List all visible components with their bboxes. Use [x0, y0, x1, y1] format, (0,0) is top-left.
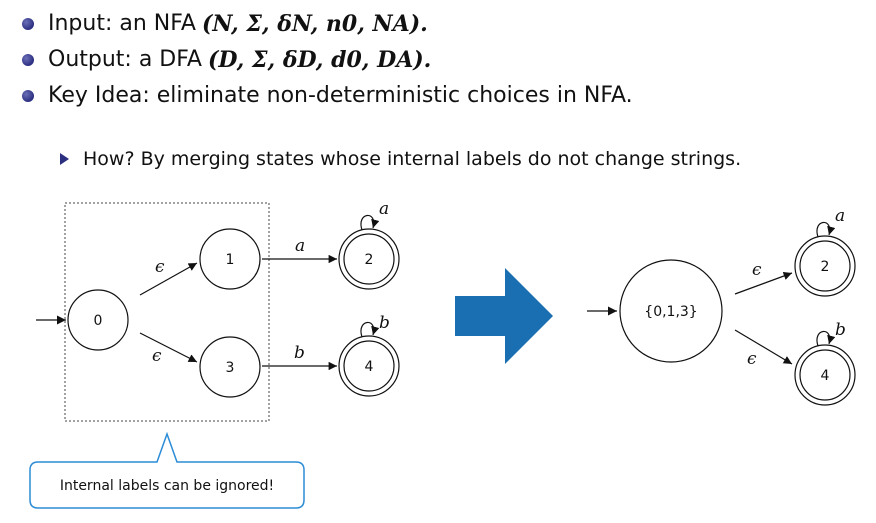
dfa-edge-013-4-label: ϵ: [747, 349, 757, 369]
dfa-edge-013-2-label: ϵ: [752, 260, 762, 280]
dfa-edge-013-2: [734, 271, 793, 295]
nfa-state-2: 2: [338, 228, 400, 290]
nfa-state-0: 0: [67, 289, 129, 351]
bullet-input: Input: an NFA (N, Σ, δN, n0, NA).: [22, 6, 876, 42]
callout-text: Internal labels can be ignored!: [60, 478, 274, 494]
callout-bubble: [29, 431, 305, 509]
bullet-dot-icon: [22, 90, 34, 102]
nfa-edge-3-4-label: b: [294, 343, 305, 363]
transform-arrow-icon: [455, 268, 553, 364]
dfa-loop-2: [816, 221, 836, 238]
dfa-state-013: {0,1,3}: [619, 259, 723, 363]
bullet-output-math: (D, Σ, δD, d0, DA).: [207, 47, 432, 73]
dfa-edge-013-4: [734, 329, 793, 365]
nfa-state-0-label: 0: [94, 313, 103, 329]
merge-region-box: [64, 202, 270, 422]
nfa-state-3-label: 3: [226, 360, 235, 376]
nfa-loop-2-label: a: [379, 199, 389, 219]
dfa-state-2: 2: [794, 235, 856, 297]
nfa-loop-2: [360, 214, 380, 231]
nfa-state-4: 4: [338, 335, 400, 397]
dfa-state-4-label: 4: [821, 368, 830, 384]
bullet-output-text: Output: a DFA: [48, 47, 202, 72]
nfa-state-2-label: 2: [365, 252, 374, 268]
nfa-edge-0-1: [139, 262, 198, 296]
triangle-bullet-icon: [60, 153, 69, 165]
nfa-state-4-label: 4: [365, 359, 374, 375]
nfa-state-1: 1: [199, 228, 261, 290]
bullet-dot-icon: [22, 18, 34, 30]
dfa-state-2-label: 2: [821, 259, 830, 275]
bullet-key-idea: Key Idea: eliminate non-deterministic ch…: [22, 78, 876, 114]
sub-bullet: How? By merging states whose internal la…: [60, 144, 741, 174]
nfa-loop-4: [360, 321, 380, 338]
nfa-state-3: 3: [199, 336, 261, 398]
nfa-loop-4-label: b: [379, 313, 390, 333]
dfa-loop-4: [816, 330, 836, 347]
nfa-edge-1-2-label: a: [295, 236, 305, 256]
bullet-input-math: (N, Σ, δN, n0, NA).: [201, 11, 428, 37]
bullet-list: Input: an NFA (N, Σ, δN, n0, NA). Output…: [22, 6, 876, 114]
bullet-dot-icon: [22, 54, 34, 66]
dfa-loop-4-label: b: [835, 320, 846, 340]
nfa-edge-0-1-label: ϵ: [155, 257, 165, 277]
nfa-state-1-label: 1: [226, 252, 235, 268]
bullet-key-idea-text: Key Idea: eliminate non-deterministic ch…: [48, 83, 633, 108]
bullet-output: Output: a DFA (D, Σ, δD, d0, DA).: [22, 42, 876, 78]
dfa-loop-2-label: a: [835, 206, 845, 226]
nfa-edge-0-3: [139, 332, 198, 363]
dfa-state-4: 4: [794, 344, 856, 406]
bullet-input-text: Input: an NFA: [48, 11, 196, 36]
sub-bullet-text: How? By merging states whose internal la…: [83, 148, 742, 170]
dfa-state-013-label: {0,1,3}: [644, 304, 697, 320]
nfa-edge-0-3-label: ϵ: [152, 346, 162, 366]
